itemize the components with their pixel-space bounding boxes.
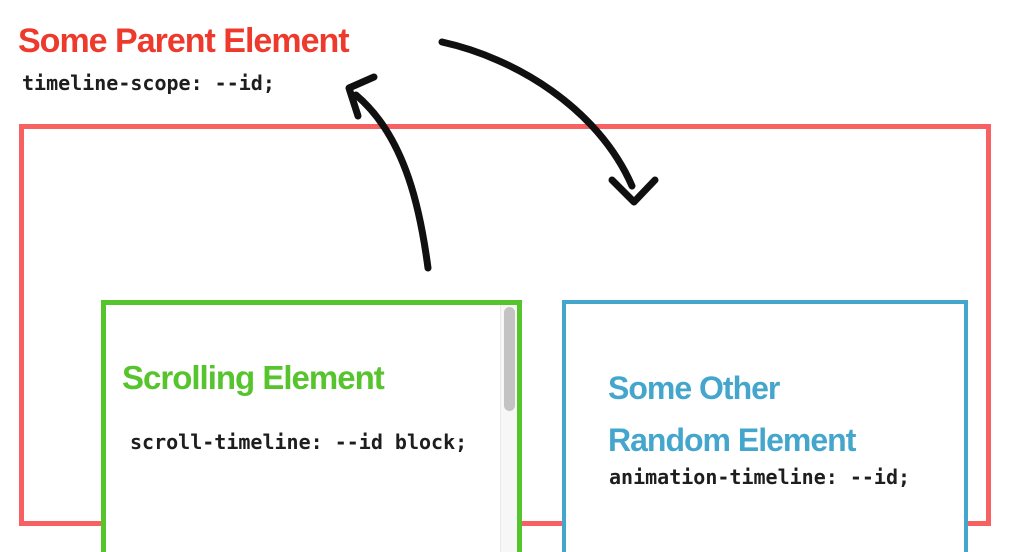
parent-element-title: Some Parent Element	[18, 22, 350, 60]
other-element-title-line1: Some Other	[608, 370, 780, 406]
other-element-box: Some Other Random Element animation-time…	[562, 300, 968, 552]
scrolling-element-code: scroll-timeline: --id block;	[130, 430, 468, 454]
parent-element-code: timeline-scope: --id;	[22, 71, 275, 95]
scrolling-element-box: Scrolling Element scroll-timeline: --id …	[101, 300, 522, 552]
other-element-title: Some Other Random Element	[608, 362, 856, 466]
parent-element-box: Scrolling Element scroll-timeline: --id …	[19, 124, 991, 552]
scrollbar-thumb[interactable]	[504, 307, 515, 411]
other-element-code: animation-timeline: --id;	[609, 465, 911, 489]
scrollbar-track[interactable]	[500, 305, 517, 552]
other-element-title-line2: Random Element	[608, 422, 856, 458]
scrolling-element-title: Scrolling Element	[122, 359, 385, 396]
